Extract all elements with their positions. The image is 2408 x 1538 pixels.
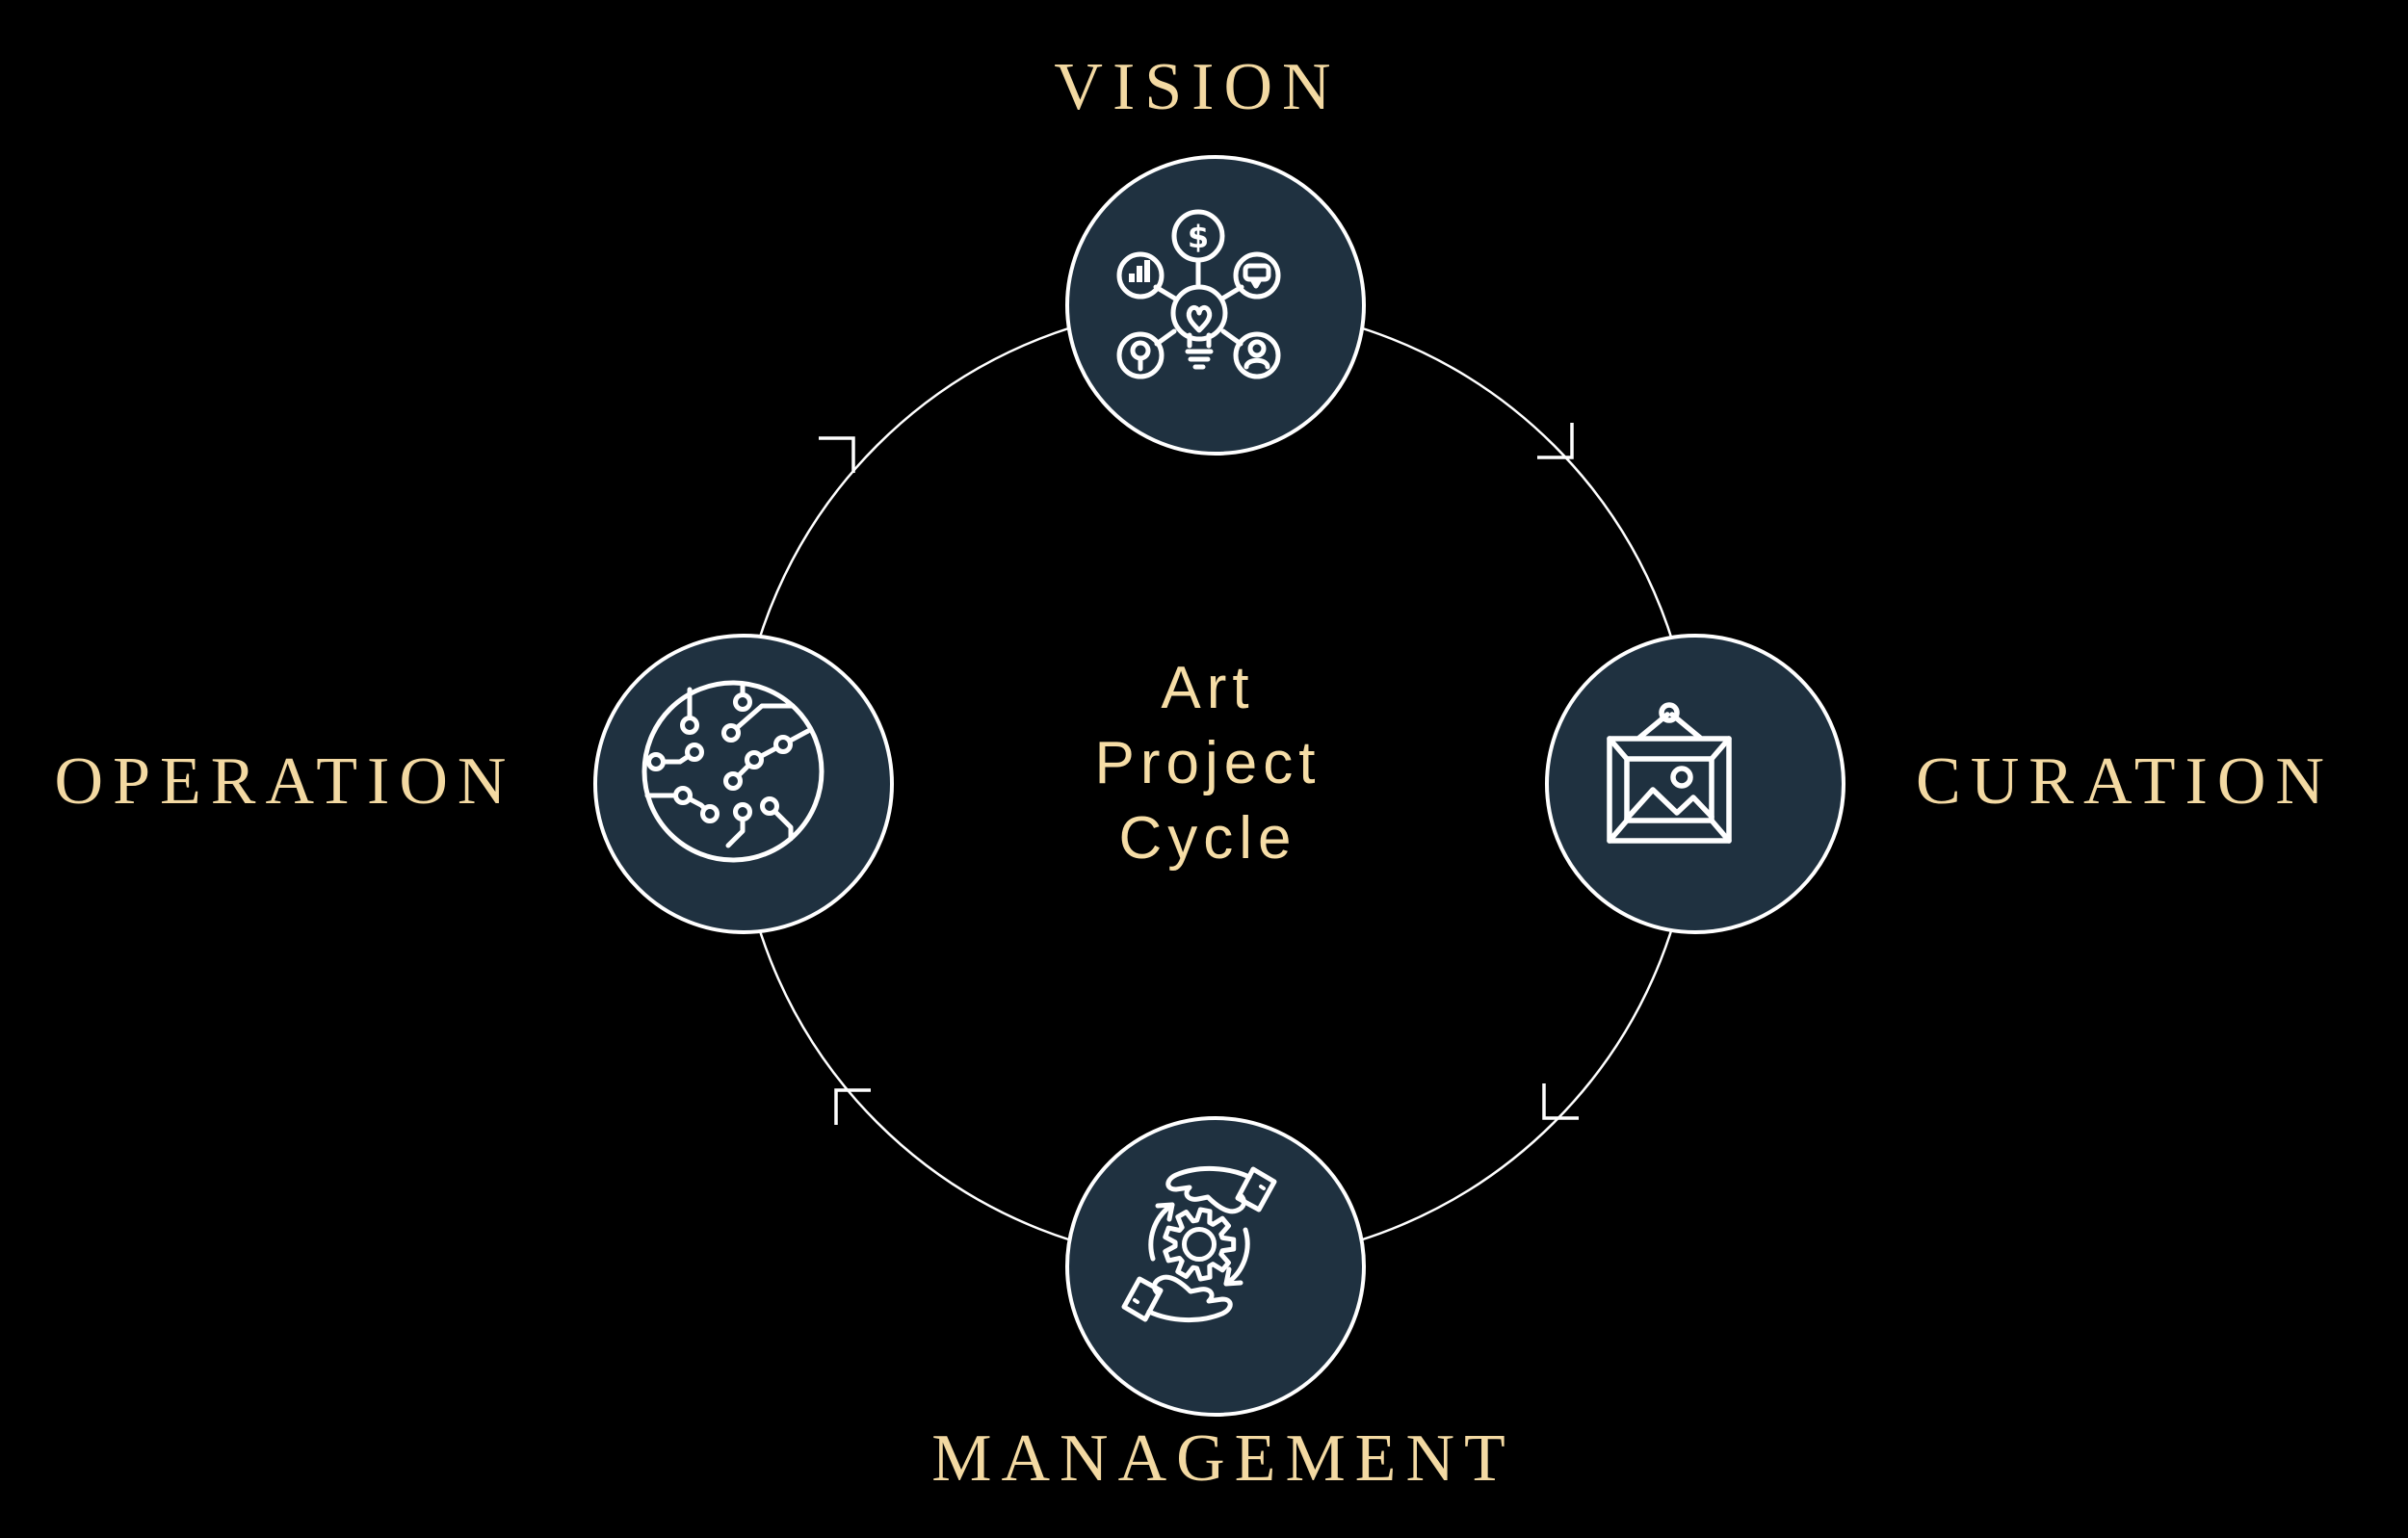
stage-label-management: MANAGEMENT xyxy=(931,1421,1515,1496)
node-operation xyxy=(593,634,894,934)
flow-arrow-top-right-icon xyxy=(1537,423,1574,459)
stage-label-vision: VISION xyxy=(1054,50,1341,124)
circuit-board-icon xyxy=(641,680,824,863)
cycle-title-line: Project xyxy=(1094,730,1322,796)
cycle-title-line: Art xyxy=(1161,655,1255,721)
hand-icon xyxy=(1165,1165,1277,1214)
node-vision: $ xyxy=(1065,155,1366,456)
rotate-arrow-right xyxy=(1223,1227,1250,1287)
flow-arrow-top-left-icon xyxy=(819,436,855,473)
cycle-title-line: Cycle xyxy=(1118,805,1297,872)
cycle-title: Art Project Cycle xyxy=(1095,651,1322,876)
hands-around-gear-icon xyxy=(1124,1165,1277,1319)
node-curation xyxy=(1545,634,1845,934)
stage-label-curation: CURATION xyxy=(1916,744,2334,819)
flow-arrow-bottom-right-icon xyxy=(1542,1083,1579,1120)
stage-label-operation: OPERATION xyxy=(54,744,516,819)
node-management xyxy=(1065,1116,1366,1417)
idea-network-icon xyxy=(1116,209,1281,379)
rotate-arrow-left xyxy=(1148,1202,1175,1262)
dollar-glyph: $ xyxy=(1188,219,1209,255)
gear-icon xyxy=(1163,1207,1237,1282)
framed-picture-icon xyxy=(1607,702,1732,844)
flow-arrow-bottom-left-icon xyxy=(834,1088,871,1125)
